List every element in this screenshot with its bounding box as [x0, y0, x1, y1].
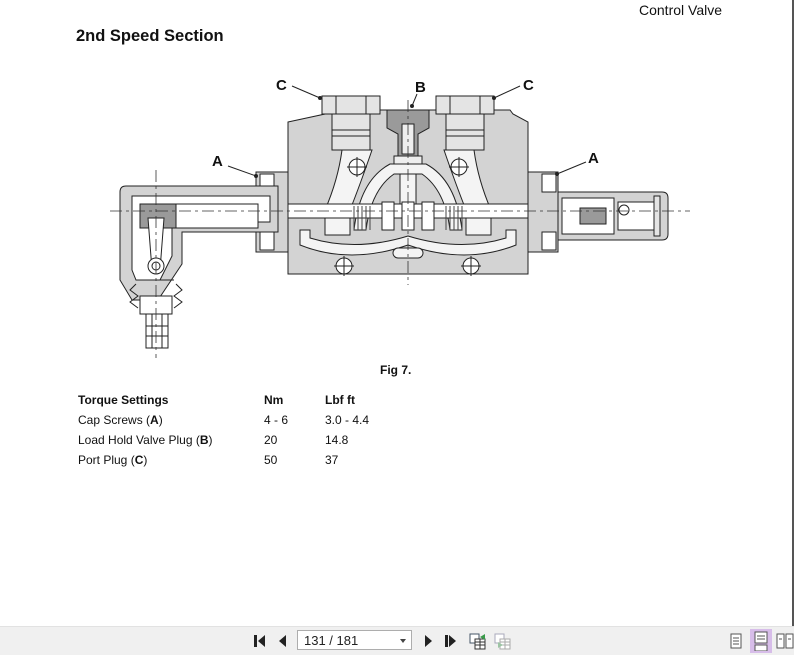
row-label: Cap Screws (A)	[78, 413, 163, 427]
running-header: Control Valve	[639, 2, 723, 18]
continuous-page-icon	[754, 631, 768, 651]
callout-a-right: A	[588, 150, 599, 167]
single-page-view-button[interactable]	[727, 632, 745, 650]
next-view-button[interactable]	[494, 632, 512, 650]
header-torque-settings: Torque Settings	[78, 393, 169, 407]
figure-caption: Fig 7.	[380, 363, 412, 377]
two-page-icon	[776, 633, 794, 649]
row-nm: 20	[264, 433, 278, 447]
mounting-hole	[461, 256, 481, 276]
callout-b: B	[415, 79, 426, 96]
row-lbf: 14.8	[325, 433, 349, 447]
control-valve-diagram: C B C A A	[110, 77, 690, 358]
mounting-hole	[347, 157, 367, 177]
page-scrollbar-edge	[792, 0, 794, 626]
page-number-select[interactable]: 131 / 181	[297, 630, 412, 650]
previous-view-icon	[469, 633, 486, 650]
continuous-page-view-button[interactable]	[750, 629, 772, 653]
section-title: 2nd Speed Section	[76, 27, 224, 45]
row-nm: 50	[264, 453, 278, 467]
left-end-cap	[119, 171, 289, 349]
first-page-icon	[254, 635, 265, 647]
callout-c-right: C	[523, 77, 534, 94]
previous-view-button[interactable]	[469, 632, 487, 650]
last-page-button[interactable]	[442, 632, 460, 650]
row-label: Load Hold Valve Plug (B)	[78, 433, 213, 447]
callout-c-left: C	[276, 77, 287, 94]
row-label: Port Plug (C)	[78, 453, 148, 467]
right-end-cap	[527, 171, 669, 253]
table-row: Cap Screws (A) 4 - 6 3.0 - 4.4	[78, 410, 405, 430]
two-page-view-button[interactable]	[776, 632, 794, 650]
mounting-hole	[334, 256, 354, 276]
row-lbf: 3.0 - 4.4	[325, 413, 370, 427]
previous-page-icon	[279, 635, 286, 647]
row-lbf: 37	[325, 453, 339, 467]
previous-page-button[interactable]	[274, 632, 292, 650]
single-page-icon	[730, 633, 742, 649]
torque-settings-table: Torque Settings Nm Lbf ft Cap Screws (A)…	[78, 390, 405, 470]
callout-a-left: A	[212, 153, 223, 170]
table-row: Port Plug (C) 50 37	[78, 450, 405, 470]
next-view-icon	[494, 633, 511, 650]
header-lbf-ft: Lbf ft	[325, 393, 355, 407]
document-page: Control Valve 2nd Speed Section	[76, 2, 723, 470]
next-page-icon	[425, 635, 432, 647]
header-nm: Nm	[264, 393, 284, 407]
last-page-icon	[445, 635, 456, 647]
viewer-toolbar: 131 / 181	[0, 626, 794, 655]
mounting-hole	[449, 157, 469, 177]
table-header-row: Torque Settings Nm Lbf ft	[78, 390, 405, 410]
page-indicator: 131 / 181	[304, 632, 359, 648]
port-plug-left	[321, 95, 381, 151]
row-nm: 4 - 6	[264, 413, 289, 427]
table-row: Load Hold Valve Plug (B) 20 14.8	[78, 430, 405, 450]
port-plug-right	[435, 95, 495, 151]
chevron-down-icon[interactable]	[400, 639, 406, 643]
next-page-button[interactable]	[419, 632, 437, 650]
first-page-button[interactable]	[251, 632, 269, 650]
